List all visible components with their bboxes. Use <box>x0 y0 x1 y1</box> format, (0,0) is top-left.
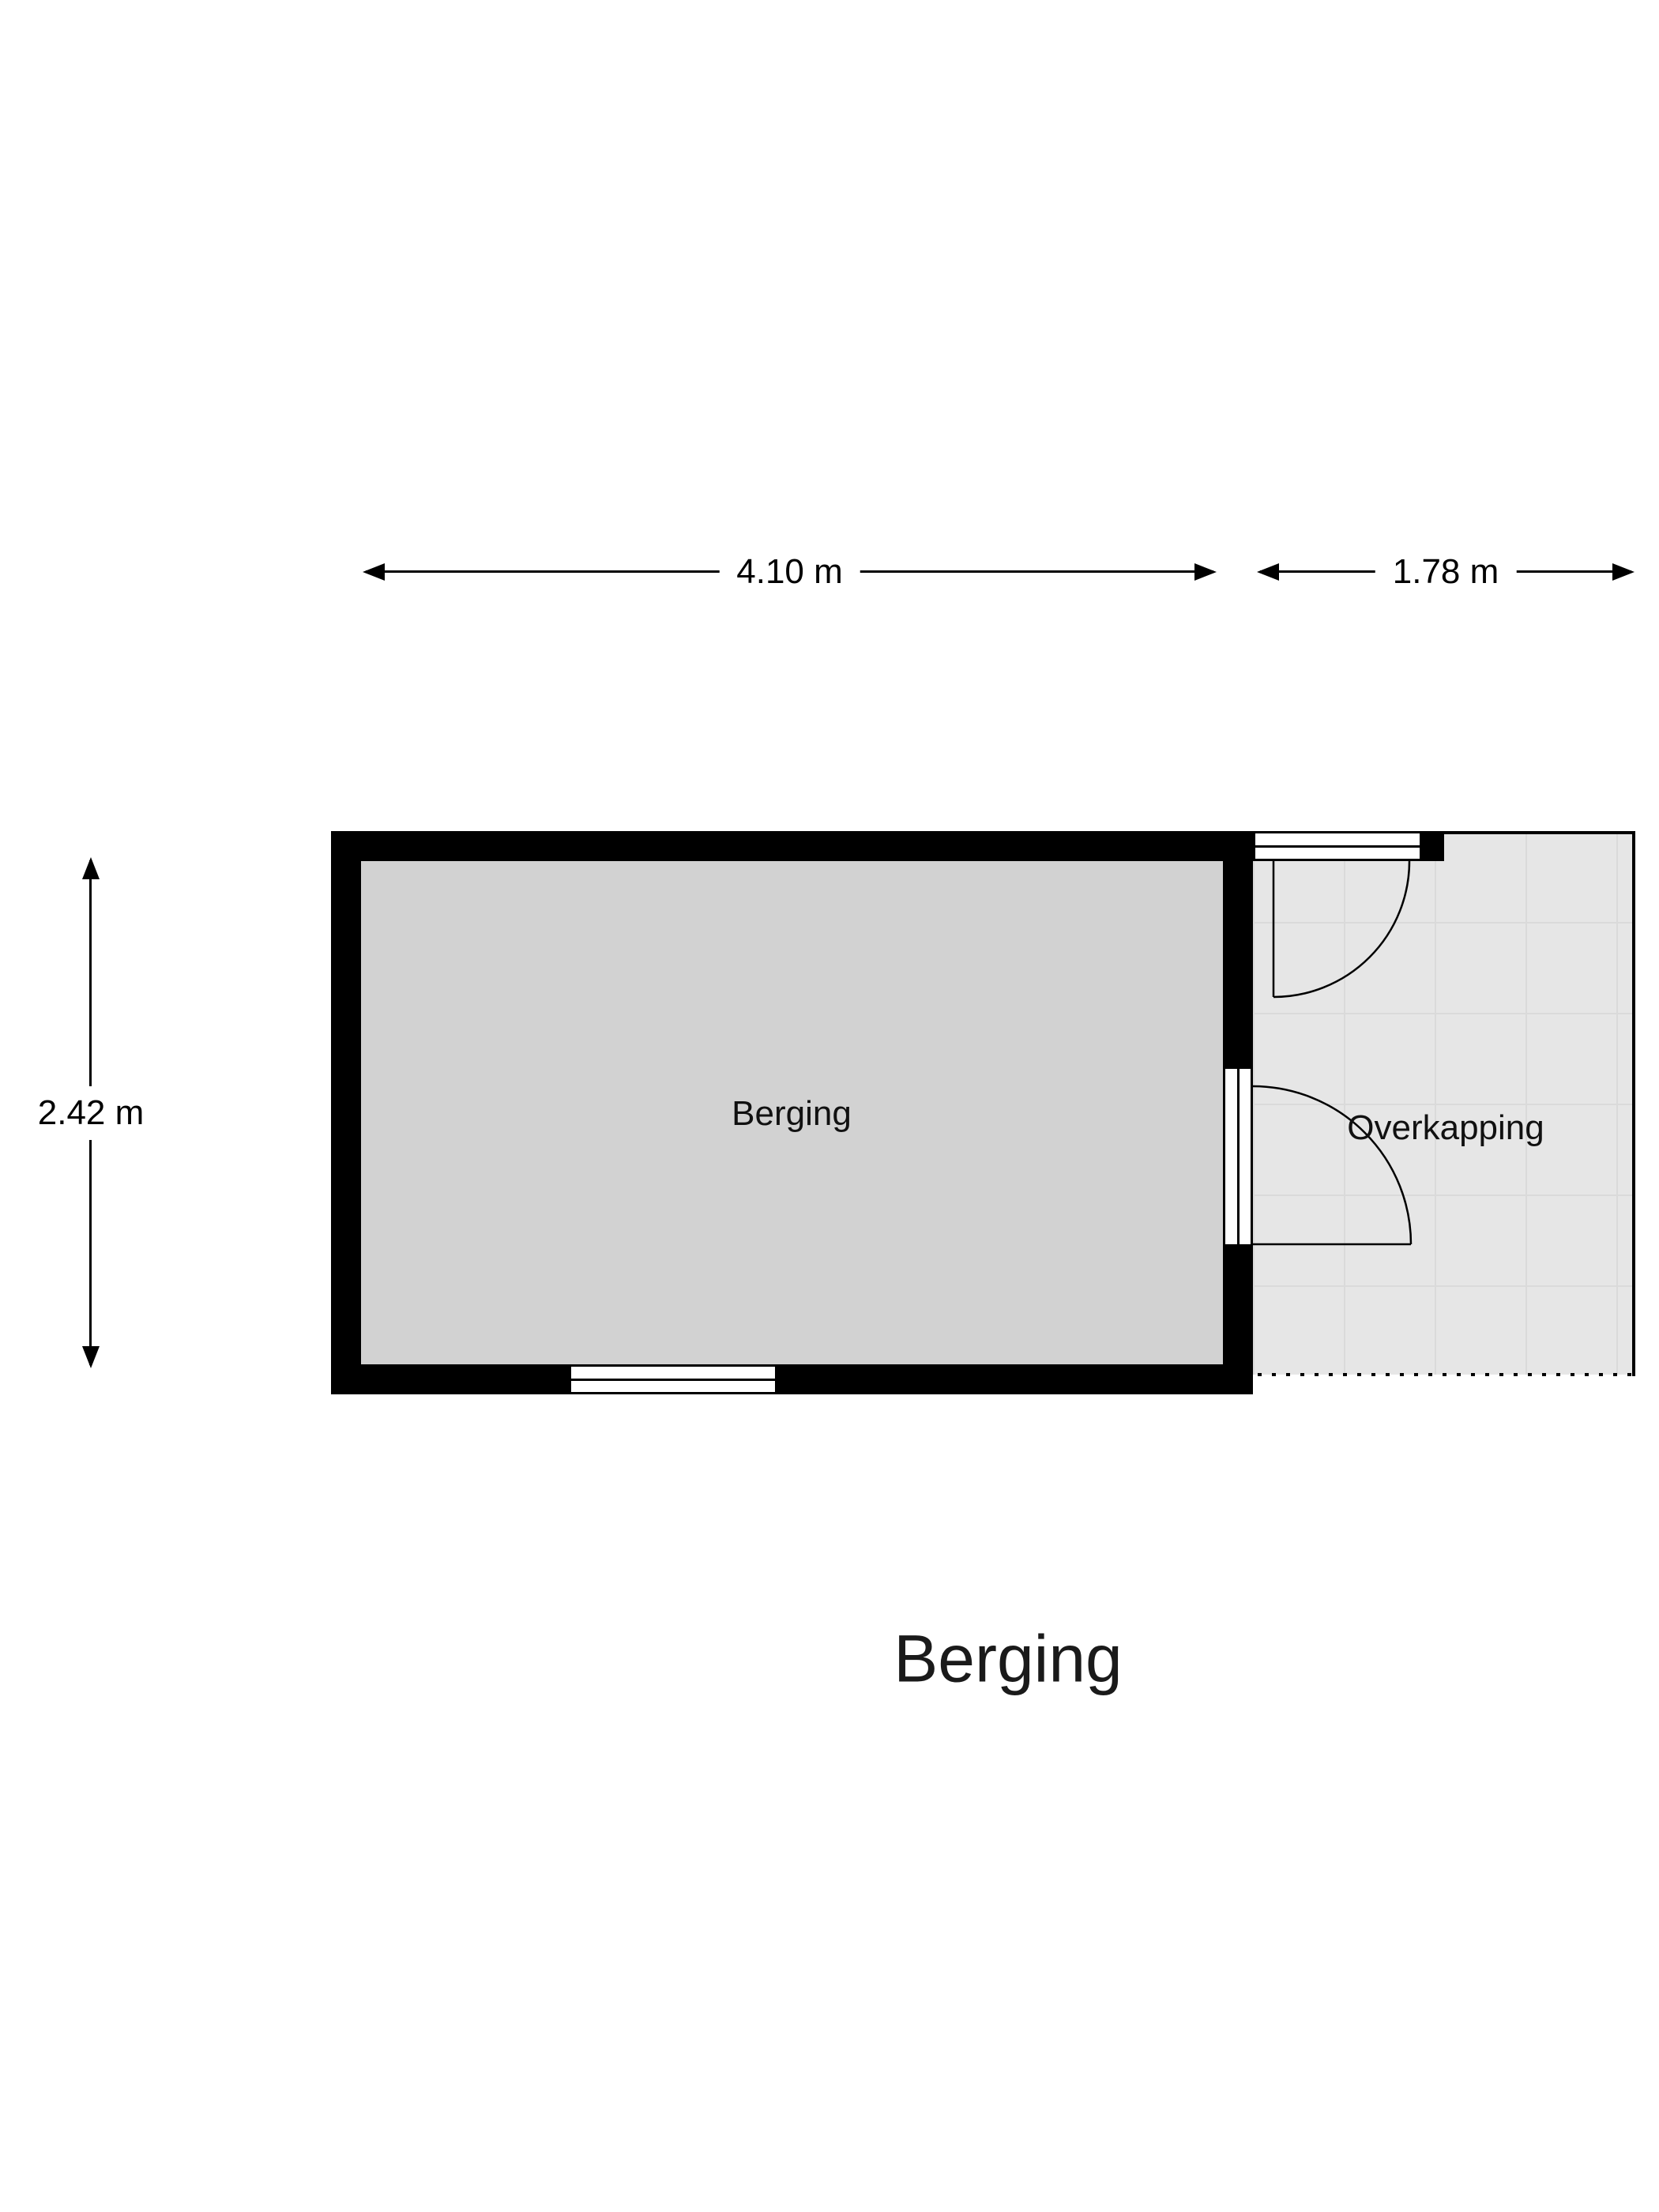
overkapping-corner-post <box>1422 831 1444 861</box>
arrowhead-right-icon <box>1194 563 1217 581</box>
window-overkapping-top <box>1253 831 1422 861</box>
overkapping-right-edge <box>1632 831 1635 1376</box>
berging-area <box>361 861 1223 1364</box>
dimension-label-overkapping-width: 1.78 m <box>1375 550 1517 594</box>
dimension-height: 2.42 m <box>29 857 152 1368</box>
door-frame-middle <box>1223 1066 1253 1247</box>
room-label-overkapping: Overkapping <box>1347 1108 1544 1147</box>
arrowhead-right-icon <box>1612 563 1635 581</box>
room-label-berging: Berging <box>732 1094 852 1133</box>
arrowhead-up-icon <box>82 857 100 879</box>
dimension-label-berging-width: 4.10 m <box>719 550 860 594</box>
arrowhead-left-icon <box>363 563 385 581</box>
overkapping-top-edge <box>1444 831 1635 834</box>
arrowhead-left-icon <box>1257 563 1279 581</box>
dimension-overkapping-width: 1.78 m <box>1257 550 1635 594</box>
arrowhead-down-icon <box>82 1346 100 1368</box>
dimension-label-height: 2.42 m <box>29 1085 152 1140</box>
dimension-berging-width: 4.10 m <box>363 550 1217 594</box>
overkapping-area <box>1253 831 1635 1375</box>
window-bottom <box>569 1364 777 1394</box>
plan-title: Berging <box>893 1621 1123 1696</box>
